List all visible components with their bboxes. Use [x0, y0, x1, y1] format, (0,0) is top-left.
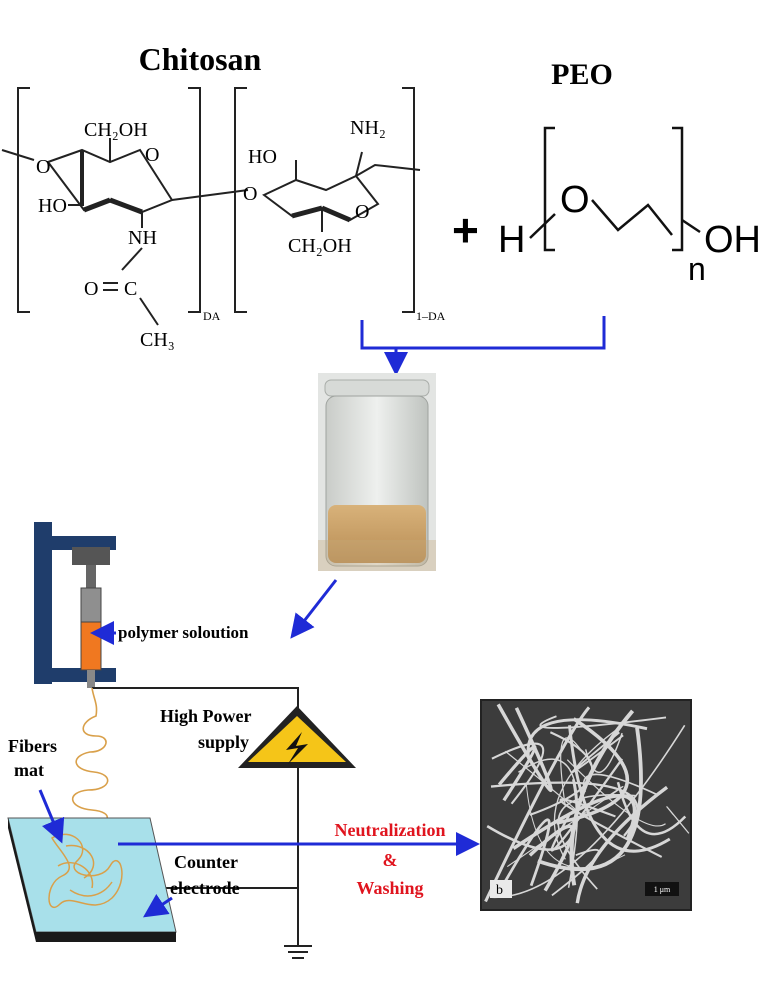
mixing-arrow	[360, 316, 606, 376]
sem-fiber	[539, 715, 667, 729]
counter-electrode-pointer	[143, 894, 173, 918]
lightning-icon	[286, 732, 308, 764]
o-link-label: O	[243, 183, 257, 205]
sem-fiber	[616, 781, 687, 836]
sem-fiber	[568, 725, 671, 853]
polymer-solution-barrel	[80, 621, 102, 671]
ch2oh-bottom-label: CH₂OH	[288, 235, 352, 257]
sem-fiber	[518, 758, 579, 888]
sem-fiber	[575, 785, 669, 904]
neutralization-label: Neutralization	[335, 820, 446, 840]
bracket-left-1	[17, 87, 30, 313]
peo-title: PEO	[551, 58, 613, 91]
sem-fiber	[553, 728, 619, 860]
nh2-label: NH₂	[350, 117, 386, 139]
sem-fiber	[556, 717, 630, 825]
fibers-mat-pointer	[38, 789, 65, 844]
bracket-right-2	[402, 87, 415, 313]
fibers-mat	[48, 833, 123, 908]
collector-plate	[7, 817, 177, 942]
ground-symbol	[284, 945, 312, 959]
sem-fiber	[560, 737, 584, 808]
sem-fiber	[484, 706, 591, 903]
o-ring2-label: O	[355, 201, 369, 223]
fiber-jet	[71, 687, 109, 829]
polymer-solution-label: polymer soloution	[118, 623, 249, 642]
counter-label: Counter	[174, 852, 238, 872]
subscript-1-da-label: 1–DA	[416, 309, 446, 323]
ampersand-label: &	[383, 850, 398, 870]
ch2oh-top-label: CH₂OH	[84, 119, 148, 141]
nh-label: NH	[128, 227, 157, 249]
sem-image: b 1 μm	[480, 699, 692, 911]
o-carbonyl-label: O	[84, 278, 98, 300]
c-carbonyl-label: C	[124, 278, 137, 300]
high-voltage-sign	[238, 706, 356, 768]
peo-bracket-right	[672, 126, 684, 252]
sem-fiber	[550, 758, 624, 852]
peo-h-label: H	[498, 219, 525, 261]
mat-label: mat	[14, 760, 44, 780]
ho-right-label: HO	[248, 146, 277, 168]
sem-fiber	[486, 778, 579, 851]
high-power-label: High Power	[160, 706, 252, 726]
syringe-stand	[34, 522, 116, 688]
supply-label: supply	[198, 732, 249, 752]
peo-o-label: O	[560, 179, 590, 221]
power-circuit	[92, 687, 312, 959]
bracket-right-1	[188, 87, 201, 313]
peo-n-label: n	[688, 251, 706, 287]
sem-fiber-network	[484, 703, 690, 904]
ch3-label: CH₃	[140, 329, 175, 351]
sem-fiber	[557, 794, 637, 890]
washing-label: Washing	[356, 878, 423, 898]
solution-jar	[318, 373, 436, 571]
plus-sign: +	[452, 204, 479, 256]
sem-panel-letter: b	[496, 883, 503, 898]
peo-structure	[529, 126, 701, 252]
sem-fiber	[496, 818, 551, 896]
ho-left-label: HO	[38, 195, 67, 217]
electrode-label: electrode	[170, 878, 240, 898]
peo-bracket-left	[543, 126, 555, 252]
sem-fiber	[491, 724, 686, 899]
sem-scale-label: 1 μm	[654, 885, 671, 894]
bracket-left-2	[234, 87, 247, 313]
chitosan-structure	[1, 87, 421, 326]
o-ring1-label: O	[145, 144, 159, 166]
sem-fiber	[528, 824, 575, 892]
o-left-label: O	[36, 156, 50, 178]
sem-fiber	[571, 731, 624, 774]
jar-to-syringe-arrow	[290, 579, 338, 639]
peo-oh-label: OH	[704, 219, 761, 261]
sem-fiber	[666, 806, 690, 834]
subscript-da-label: DA	[203, 309, 221, 323]
chitosan-title: Chitosan	[139, 41, 262, 77]
sem-fiber	[491, 742, 545, 805]
fibers-label: Fibers	[8, 736, 57, 756]
sem-fiber	[497, 745, 537, 802]
